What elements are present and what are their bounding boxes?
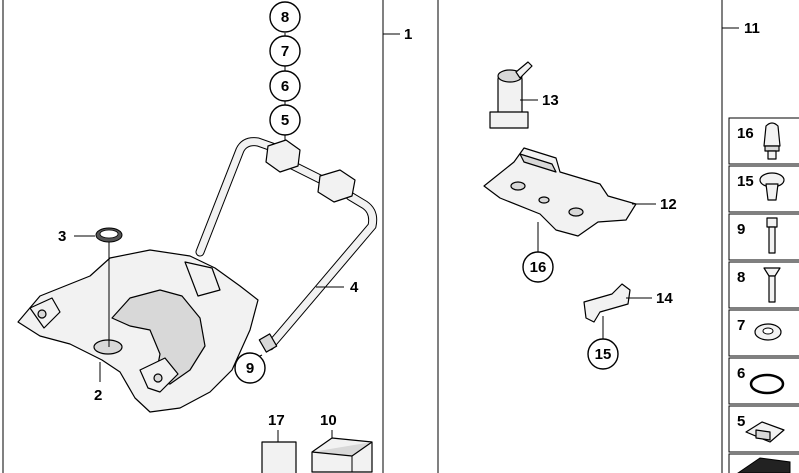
callout-9: 9 — [246, 360, 254, 377]
lock-cylinder — [489, 61, 533, 129]
part-label-2: 2 — [94, 387, 102, 404]
parts-list: 16 15 9 8 7 6 5 — [728, 117, 799, 473]
part-label-10: 10 — [320, 412, 337, 429]
base-plate — [483, 147, 637, 237]
callout-circle-6 — [269, 70, 301, 102]
list-label-6: 6 — [737, 365, 745, 382]
knob-icon — [759, 172, 785, 201]
clip-icon — [745, 421, 785, 443]
part-label-14: 14 — [656, 290, 673, 307]
washer-icon — [754, 323, 782, 341]
part-label-12: 12 — [660, 196, 677, 213]
callout-5: 5 — [281, 112, 289, 129]
callout-8: 8 — [281, 9, 289, 26]
callout-circle-8 — [269, 1, 301, 33]
part-label-4: 4 — [350, 279, 359, 296]
list-label-8: 8 — [737, 269, 745, 286]
callout-circle-5 — [269, 104, 301, 136]
badge-emblem — [95, 227, 123, 347]
part-label-3: 3 — [58, 228, 66, 245]
list-label-15: 15 — [737, 173, 754, 190]
list-label-16: 16 — [737, 125, 754, 142]
callout-6: 6 — [281, 78, 289, 95]
part-label-17: 17 — [268, 412, 285, 429]
callout-circle-7 — [269, 35, 301, 67]
parts-row-box — [728, 357, 799, 405]
callout-15: 15 — [595, 346, 612, 363]
parts-row-box — [728, 261, 799, 309]
plug-icon — [763, 122, 781, 160]
part-label-13: 13 — [542, 92, 559, 109]
callout-circle-16 — [522, 251, 554, 283]
bracket — [583, 283, 631, 323]
o-ring-icon — [749, 373, 785, 395]
assembly-label-1: 1 — [404, 26, 412, 43]
part-10-pad — [311, 437, 373, 473]
countersunk-screw-icon — [763, 267, 781, 303]
parts-row-box — [728, 213, 799, 261]
callout-circle-15 — [587, 338, 619, 370]
callout-circle-9 — [234, 352, 266, 384]
grab-rail — [195, 137, 378, 353]
callout-16: 16 — [530, 259, 547, 276]
callout-7: 7 — [281, 43, 289, 60]
bolt-icon — [766, 217, 778, 254]
parts-row-box — [728, 165, 799, 213]
part-17-sticker — [261, 441, 297, 473]
list-label-7: 7 — [737, 317, 745, 334]
pad-icon — [737, 457, 791, 473]
assembly-label-11: 11 — [744, 20, 760, 37]
list-label-5: 5 — [737, 413, 745, 430]
carrier-plate — [17, 249, 259, 413]
list-label-9: 9 — [737, 221, 745, 238]
